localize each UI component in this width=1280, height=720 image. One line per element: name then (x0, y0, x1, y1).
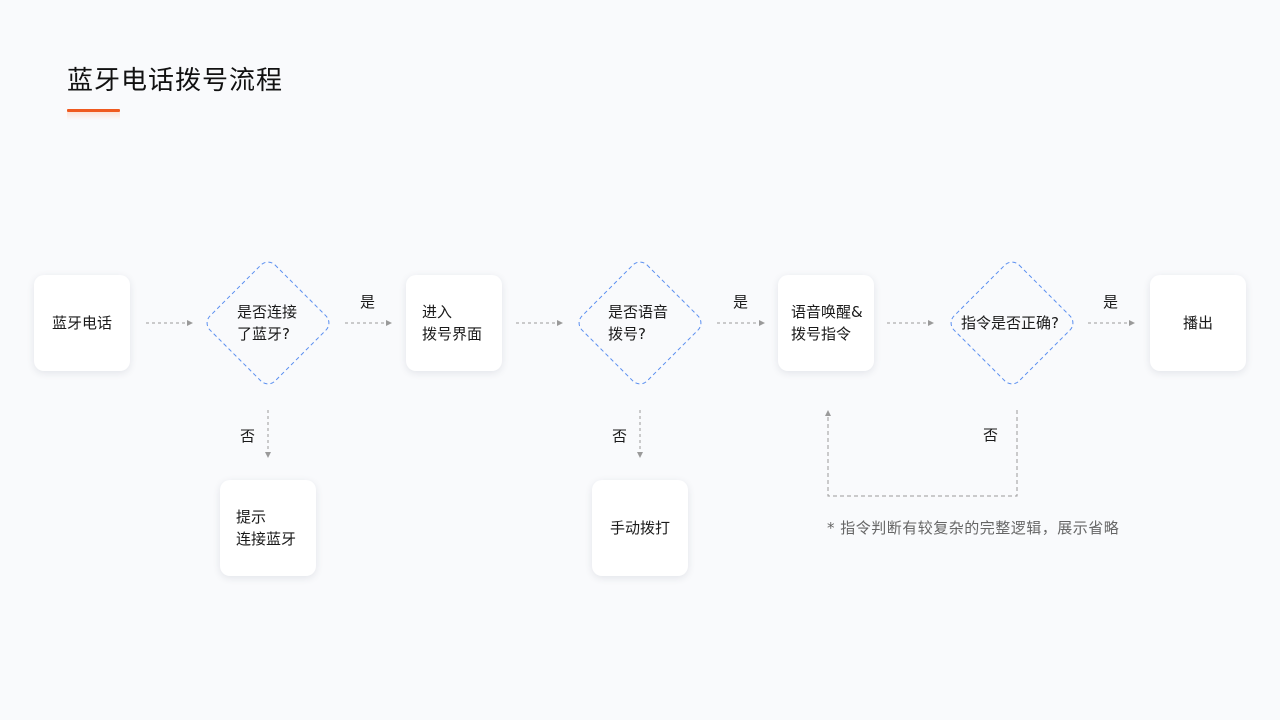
edge-no-2: 否 (612, 427, 628, 445)
diamond-check-command-label: 指令是否正确? (961, 314, 1059, 332)
edge-yes-2: 是 (733, 293, 749, 311)
node-prompt-connect-label: 提示 连接蓝牙 (236, 508, 297, 548)
title-underline-shadow (67, 112, 120, 120)
node-enter-dial-ui-label: 进入 拨号界面 (422, 303, 483, 343)
edge-no-1: 否 (240, 427, 256, 445)
arrow-no-3-loop (825, 410, 1018, 497)
node-prompt-connect: 提示 连接蓝牙 (220, 480, 316, 576)
diamond-check-voice (578, 261, 702, 385)
edge-yes-3: 是 (1103, 293, 1119, 311)
diamond-check-connected (206, 261, 330, 385)
footnote: * 指令判断有较复杂的完整逻辑，展示省略 (827, 519, 1120, 537)
node-dial-out-label: 播出 (1182, 314, 1213, 332)
node-voice-wake-label: 语音唤醒& 拨号指令 (791, 303, 863, 343)
edge-yes-1: 是 (360, 293, 376, 311)
title-underline (67, 109, 120, 112)
diamond-check-command (950, 261, 1074, 385)
diamond-check-voice-label: 是否语音 拨号? (608, 303, 669, 343)
node-bluetooth-phone: 蓝牙电话 (34, 275, 130, 371)
node-manual-dial: 手动拨打 (592, 480, 688, 576)
node-voice-wake: 语音唤醒& 拨号指令 (778, 275, 874, 371)
node-enter-dial-ui: 进入 拨号界面 (406, 275, 502, 371)
page-title: 蓝牙电话拨号流程 (67, 66, 284, 96)
edge-no-3: 否 (983, 426, 999, 444)
diamond-check-connected-label: 是否连接 了蓝牙? (237, 303, 298, 343)
node-bluetooth-phone-label: 蓝牙电话 (51, 314, 112, 332)
node-dial-out: 播出 (1150, 275, 1246, 371)
node-manual-dial-label: 手动拨打 (609, 519, 670, 537)
